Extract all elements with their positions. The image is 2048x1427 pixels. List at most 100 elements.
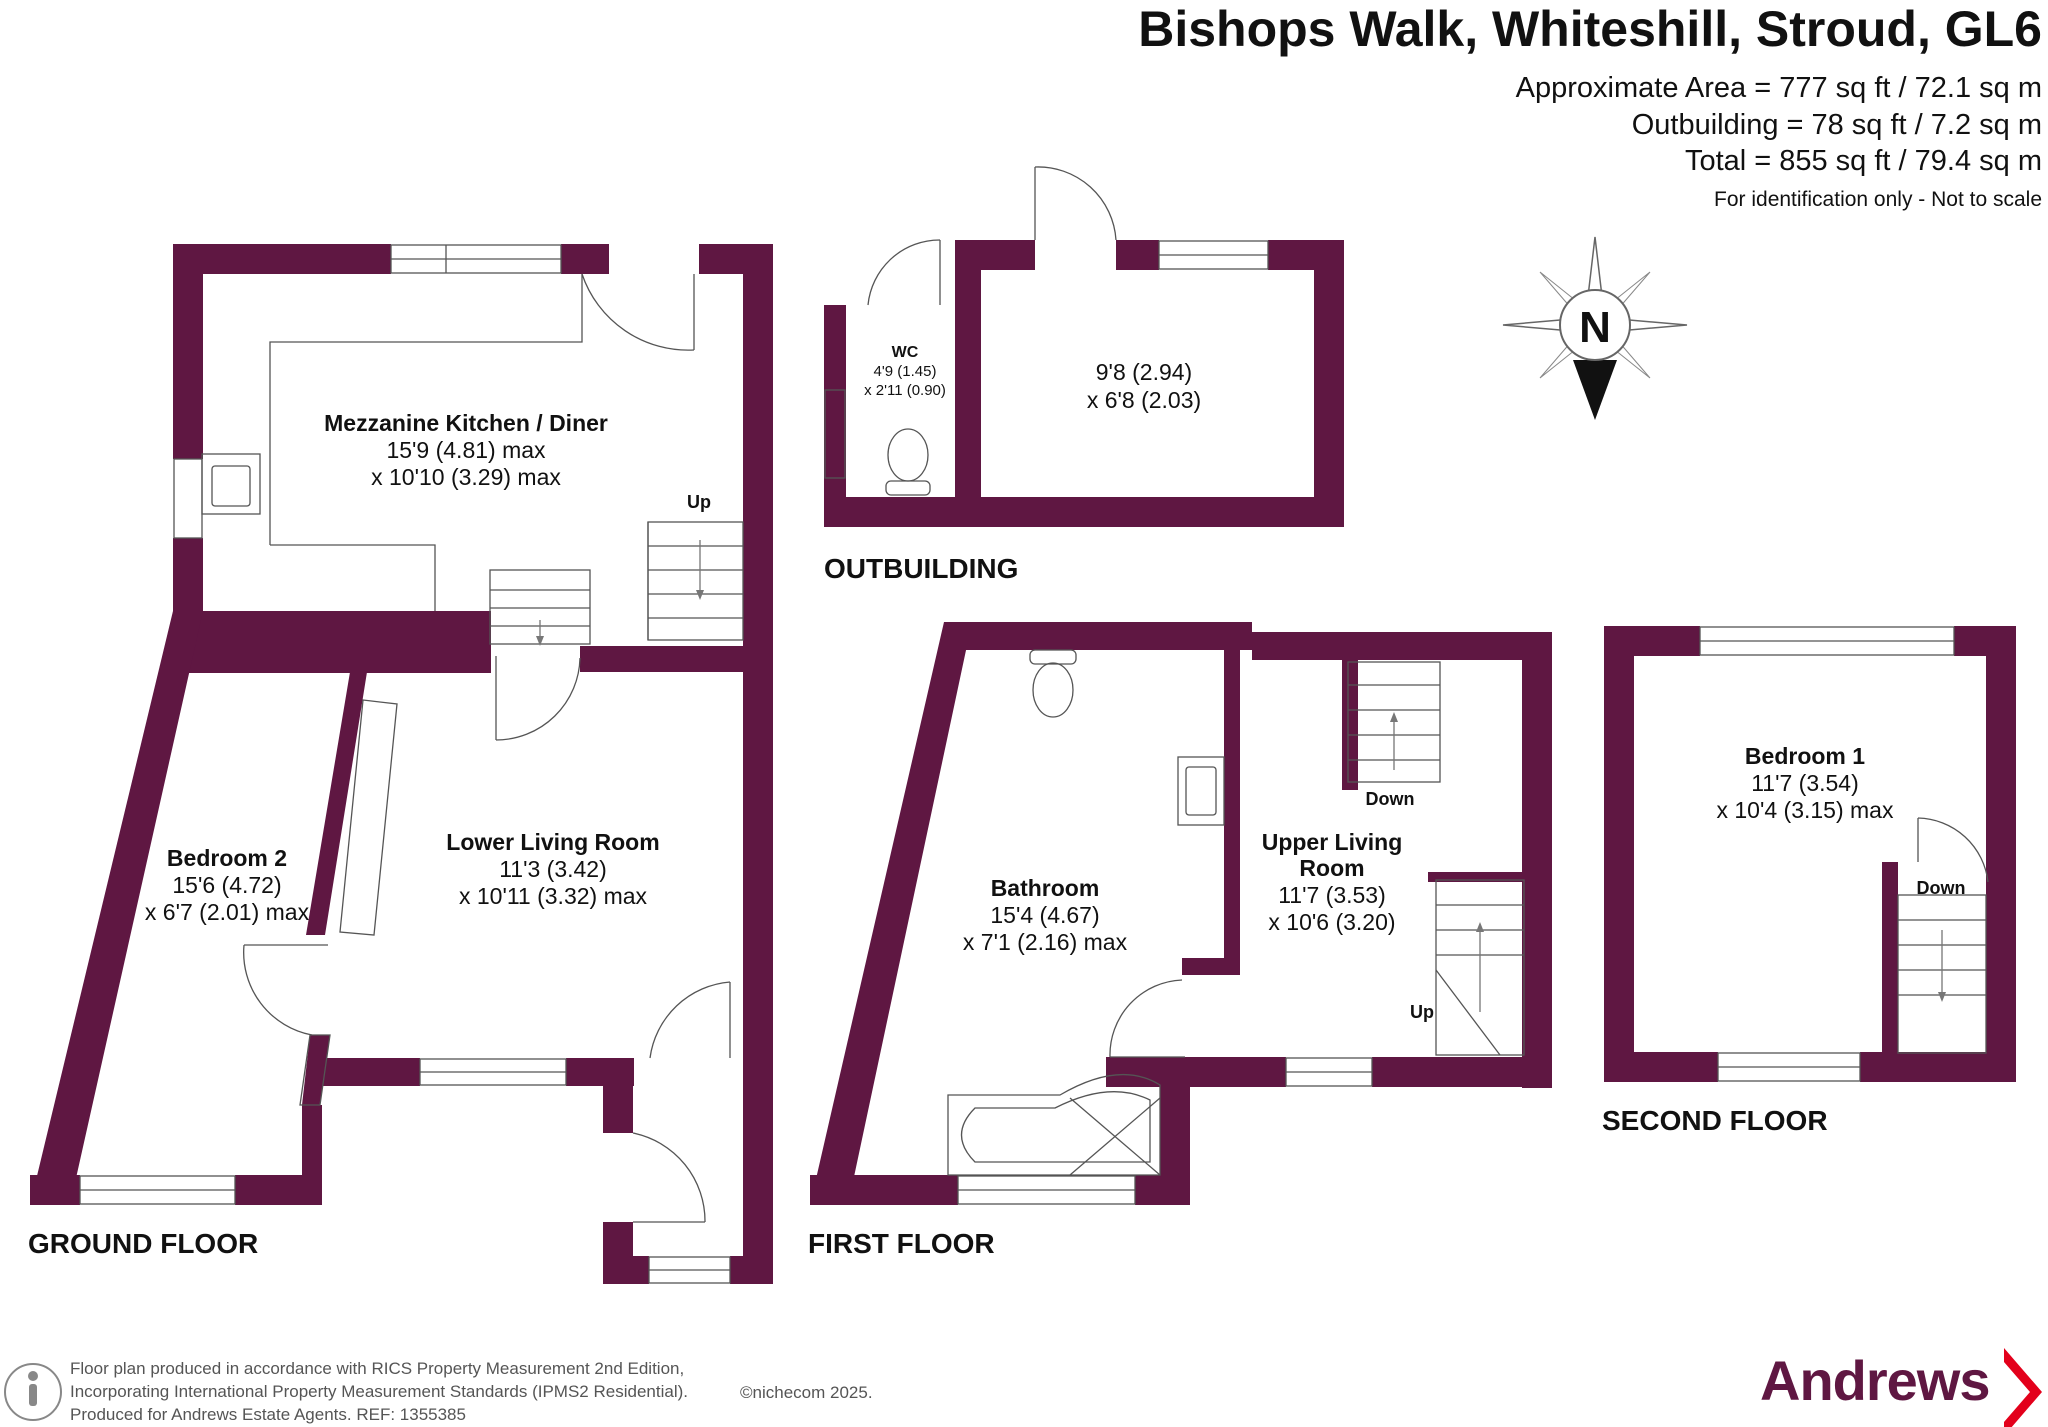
bathroom-bath [947, 1074, 1161, 1176]
upper-living-stairs-down [1347, 661, 1441, 783]
kitchen-top-wall-right [561, 244, 609, 274]
bedroom2-dim1: 15'6 (4.72) [172, 872, 281, 898]
bathroom-partition-foot [1182, 958, 1240, 975]
footer-line-3: Produced for Andrews Estate Agents. REF:… [70, 1405, 466, 1424]
fixtures [79, 166, 1989, 1284]
hall-door-swing [649, 981, 731, 1059]
ground-right-wall [743, 244, 773, 1284]
upper-living-name-2: Room [1299, 855, 1364, 881]
compass-letter: N [1579, 303, 1611, 352]
outbuilding-top-wall-mid [1116, 240, 1159, 270]
kitchen-left-wall [173, 244, 203, 459]
stair-wall-upper [1342, 660, 1358, 790]
bedroom2-door-swing [243, 944, 313, 1036]
wc-dim1: 4'9 (1.45) [874, 363, 937, 380]
lower-living-dim2: x 10'11 (3.32) max [459, 883, 648, 909]
porch-door-swing [632, 1132, 706, 1223]
bathroom-door-swing [1109, 979, 1183, 1058]
first-floor-label: FIRST FLOOR [808, 1228, 995, 1259]
footer-copyright: ©nichecom 2025. [740, 1383, 873, 1402]
outbuilding-door-swing [1034, 166, 1117, 241]
north-pointer-icon [1573, 360, 1617, 420]
bedroom1-left-wall [1604, 626, 1634, 1082]
living-top-wall [580, 646, 745, 672]
lower-living-dim1: 11'3 (3.42) [499, 856, 607, 882]
porch-bottom-wall-right [730, 1256, 773, 1284]
kitchen-name: Mezzanine Kitchen / Diner [324, 410, 608, 436]
kitchen-stairs-label: Up [687, 492, 711, 512]
bathroom-left-wall [810, 622, 972, 1205]
bedroom1-bottom-wall-left [1604, 1052, 1718, 1082]
bedroom1-stair-wall [1882, 862, 1898, 1062]
kitchen-stairs [647, 521, 744, 641]
upper-living-dim2: x 10'6 (3.20) [1268, 909, 1395, 935]
outbuilding-dim2: x 6'8 (2.03) [1087, 387, 1201, 413]
wc-name: WC [892, 344, 919, 361]
rics-person-icon [4, 1363, 62, 1421]
kitchen-counter [269, 274, 583, 545]
bedroom2-left-wall [30, 611, 203, 1205]
wc-toilet [887, 428, 929, 482]
upper-stairs-down-label: Down [1366, 789, 1415, 809]
bedroom1-right-wall [1986, 626, 2016, 1082]
hall-left-wall [603, 1058, 633, 1133]
footer-line-2: Incorporating International Property Mea… [70, 1382, 688, 1401]
compass: N [1502, 236, 1688, 420]
porch-bottom-wall-left [603, 1256, 649, 1284]
bathroom-toilet [1032, 662, 1074, 718]
ground-floor-label: GROUND FLOOR [28, 1228, 258, 1259]
upper-living-stairs-up [1435, 879, 1525, 1056]
upper-living-name-1: Upper Living [1262, 829, 1403, 855]
bedroom2-side-window [299, 1034, 331, 1106]
brand-logo: Andrews [1760, 1349, 1990, 1412]
wc-door-swing [867, 239, 941, 306]
outbuilding-bottom-wall [824, 497, 1344, 527]
footer-line-1: Floor plan produced in accordance with R… [70, 1359, 685, 1378]
bedroom2-name: Bedroom 2 [167, 845, 287, 871]
kitchen-top-wall [173, 244, 391, 274]
bathroom-top-wall [944, 622, 1252, 650]
kitchen-dim1: 15'9 (4.81) max [386, 437, 546, 463]
area-outbuilding: Outbuilding = 78 sq ft / 7.2 sq m [1631, 109, 2042, 141]
upper-living-bottom-wall-right [1372, 1057, 1552, 1087]
bathroom-dim2: x 7'1 (2.16) max [963, 929, 1128, 955]
disclaimer: For identification only - Not to scale [1714, 188, 2042, 211]
bedroom1-name: Bedroom 1 [1745, 743, 1865, 769]
bathroom-dim1: 15'4 (4.67) [990, 902, 1099, 928]
footer-notes: Floor plan produced in accordance with R… [70, 1357, 873, 1426]
wc-window [824, 389, 846, 479]
bathroom-bottom-wall-left [810, 1175, 958, 1205]
address-title: Bishops Walk, Whiteshill, Stroud, GL6 [1138, 1, 2042, 57]
bathroom-bottom-wall-right [1135, 1175, 1190, 1205]
upper-stairs-up-label: Up [1410, 1002, 1434, 1022]
kitchen-side-window [173, 458, 203, 539]
outbuilding-right-wall [1314, 240, 1344, 527]
bedroom1-door-swing [1917, 817, 1989, 883]
upper-living-right-wall [1522, 632, 1552, 1088]
upper-living-bottom-wall-left [1106, 1057, 1286, 1087]
bedroom1-dim2: x 10'4 (3.15) max [1717, 797, 1894, 823]
wc-left-wall [824, 305, 846, 527]
living-bottom-wall-left [310, 1058, 420, 1086]
upper-living-dim1: 11'7 (3.53) [1278, 882, 1386, 908]
kitchen-dim2: x 10'10 (3.29) max [371, 464, 561, 490]
bathroom-basin [1177, 756, 1225, 826]
area-total: Total = 855 sq ft / 79.4 sq m [1684, 145, 2042, 177]
lower-living-name: Lower Living Room [446, 829, 659, 855]
bedroom2-right-wall-base [302, 1105, 322, 1205]
kitchen-door-swing [581, 273, 695, 351]
outbuilding-dim1: 9'8 (2.94) [1096, 359, 1192, 385]
upper-living-top-wall [1252, 632, 1552, 660]
outbuilding-top-wall-left [955, 240, 1035, 270]
second-floor-label: SECOND FLOOR [1602, 1105, 1828, 1136]
room-labels: Mezzanine Kitchen / Diner 15'9 (4.81) ma… [145, 344, 1966, 1022]
bathroom-partition-wall [1224, 650, 1240, 975]
wc-dim2: x 2'11 (0.90) [864, 382, 946, 399]
stair-wall-lower [1428, 872, 1526, 882]
bedroom2-dim2: x 6'7 (2.01) max [145, 899, 310, 925]
brand-chevron-icon [2004, 1348, 2042, 1427]
bedroom2-bottom-wall-left [30, 1175, 80, 1205]
living-door-swing [495, 657, 581, 741]
outbuilding-label: OUTBUILDING [824, 553, 1018, 584]
